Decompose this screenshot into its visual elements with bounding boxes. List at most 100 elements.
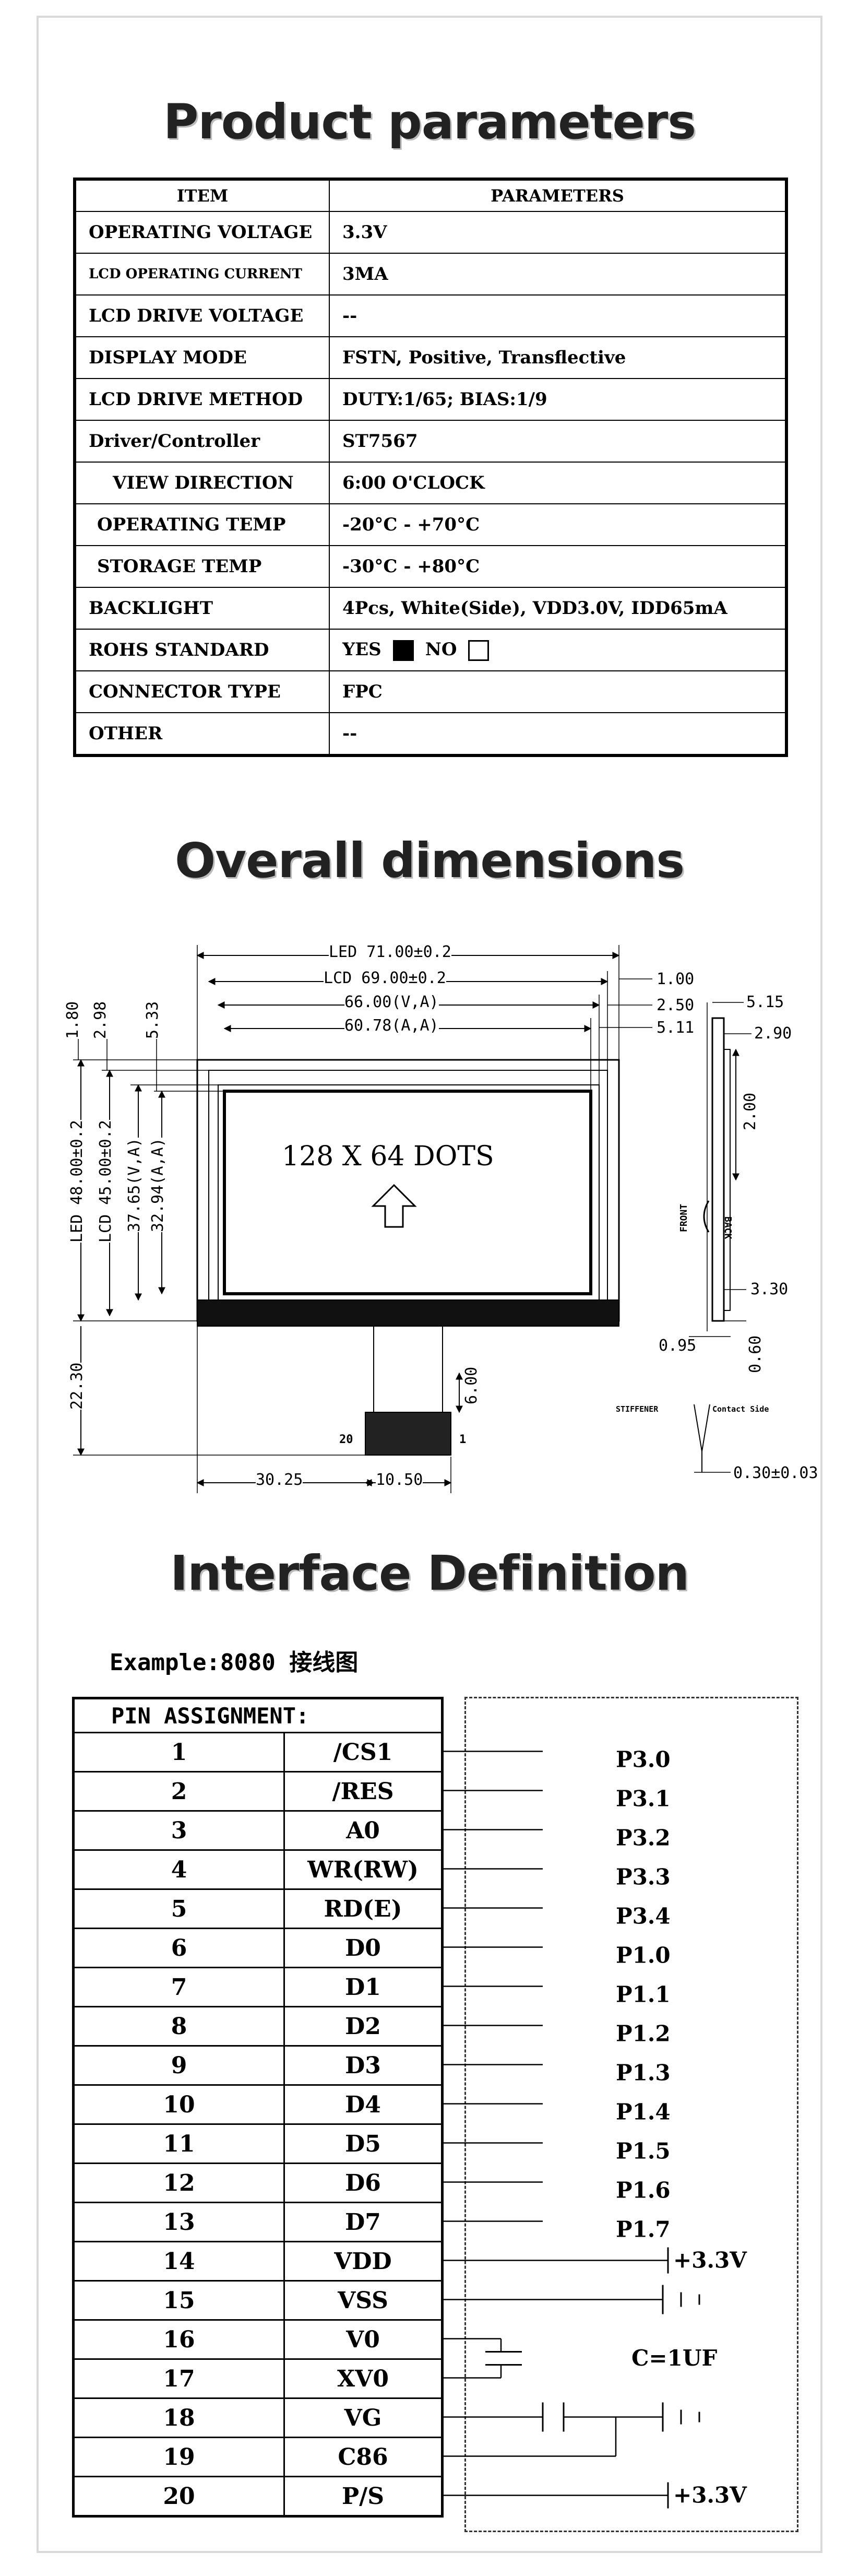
pin-number: 2 (73, 1771, 285, 1812)
pin-number: 14 (73, 2241, 285, 2282)
param-item: VIEW DIRECTION (74, 462, 330, 504)
pin-number: 8 (73, 2006, 285, 2047)
dim-va-height: 37.65(V,A) (125, 1138, 144, 1232)
dim-va-width: 66.00(V,A) (344, 993, 439, 1011)
circuit-dashed-box (464, 1697, 798, 2532)
pin-name: XV0 (283, 2358, 443, 2399)
pin-number: 7 (73, 1967, 285, 2007)
dim-lcd-width: LCD 69.00±0.2 (324, 969, 446, 987)
fpc-pin-20: 20 (339, 1433, 353, 1446)
pin-number: 1 (73, 1732, 285, 1773)
table-row: STORAGE TEMP-30°C - +80°C (74, 545, 787, 588)
param-item: DISPLAY MODE (74, 336, 330, 379)
pin-name: D0 (283, 1928, 443, 1968)
table-row: LCD DRIVE VOLTAGE-- (74, 294, 787, 337)
pin-number: 19 (73, 2437, 285, 2477)
param-item: OPERATING TEMP (74, 503, 330, 546)
dim-lcd-height: LCD 45.00±0.2 (97, 1120, 115, 1243)
dim-aa-height: 32.94(A,A) (149, 1138, 167, 1232)
dim-aa-width: 60.78(A,A) (344, 1017, 439, 1035)
pin-name: VSS (283, 2280, 443, 2321)
param-value: -20°C - +70°C (329, 503, 787, 546)
dim-s5: 0.95 (659, 1337, 697, 1355)
dim-s3: 2.00 (741, 1092, 759, 1130)
pin-name: A0 (283, 1810, 443, 1851)
pin-number: 11 (73, 2123, 285, 2164)
pin-name: VDD (283, 2241, 443, 2282)
pin-name: D2 (283, 2006, 443, 2047)
param-value: DUTY:1/65; BIAS:1/9 (329, 378, 787, 421)
param-value: ST7567 (329, 420, 787, 463)
dim-r3: 5.11 (657, 1019, 695, 1037)
pin-table-header: PIN ASSIGNMENT: (73, 1697, 443, 1733)
header-item: ITEM (74, 179, 330, 212)
param-value: FPC (329, 670, 787, 713)
param-item: STORAGE TEMP (74, 545, 330, 588)
pin-name: VG (283, 2397, 443, 2438)
pin-number: 17 (73, 2358, 285, 2399)
param-item: BACKLIGHT (74, 587, 330, 630)
pin-number: 20 (73, 2476, 285, 2517)
param-item: LCD OPERATING CURRENT (74, 253, 330, 296)
param-value: -- (329, 294, 787, 337)
param-item: Driver/Controller (74, 420, 330, 463)
pin-number: 18 (73, 2397, 285, 2438)
table-row: OTHER-- (74, 712, 787, 756)
param-value: FSTN, Positive, Transflective (329, 336, 787, 379)
rohs-no-checkbox (468, 640, 490, 661)
dim-thickness: 0.30±0.03 (733, 1464, 818, 1482)
fpc-pin-1: 1 (459, 1433, 467, 1446)
dim-led-width: LED 71.00±0.2 (329, 943, 451, 961)
back-label: BACK (722, 1216, 733, 1239)
dim-r1: 1.00 (657, 970, 695, 988)
pin-number: 15 (73, 2280, 285, 2321)
pin-number: 12 (73, 2163, 285, 2203)
dim-s1: 5.15 (746, 993, 784, 1011)
pin-name: P/S (283, 2476, 443, 2517)
overall-dimensions-title: Overall dimensions (174, 833, 685, 889)
pin-name: D7 (283, 2202, 443, 2242)
dim-fpc-stiff: 6.00 (462, 1366, 481, 1404)
dim-s6: 0.60 (746, 1335, 765, 1373)
pin-number: 6 (73, 1928, 285, 1968)
dim-t2: 2.98 (91, 1001, 110, 1039)
pin-number: 10 (73, 2084, 285, 2125)
contact-side-label: Contact Side (712, 1404, 769, 1414)
dim-r2: 2.50 (657, 996, 695, 1014)
table-header-row: ITEM PARAMETERS (74, 179, 787, 212)
pin-number: 5 (73, 1888, 285, 1929)
interface-definition-title: Interface Definition (170, 1545, 689, 1601)
param-value: -30°C - +80°C (329, 545, 787, 588)
table-row: OPERATING TEMP-20°C - +70°C (74, 503, 787, 546)
pin-number: 13 (73, 2202, 285, 2242)
pin-row: 1/CS1 (73, 1732, 443, 1773)
dim-t3: 5.33 (144, 1001, 162, 1039)
param-item: LCD DRIVE VOLTAGE (74, 294, 330, 337)
rohs-yes-label: YES (342, 639, 381, 660)
param-item: LCD DRIVE METHOD (74, 378, 330, 421)
pin-number: 9 (73, 2045, 285, 2086)
dim-left-offset: 30.25 (256, 1471, 303, 1489)
pin-name: /CS1 (283, 1732, 443, 1773)
